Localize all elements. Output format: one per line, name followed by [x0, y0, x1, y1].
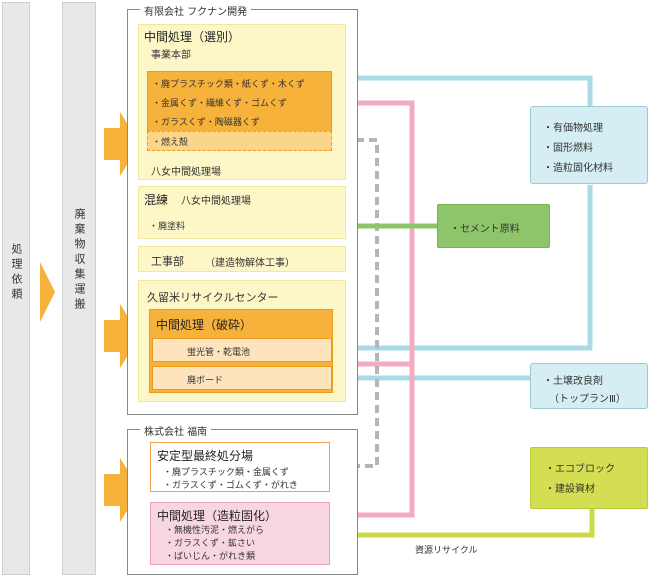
recycle-center-title: 久留米リサイクルセンター [147, 291, 279, 304]
sorting-item-ash-label: ・燃え殻 [152, 138, 189, 148]
sorting-title: 中間処理（選別） [144, 30, 241, 44]
crushing-item-1: 蛍光管・乾電池 [152, 338, 332, 362]
eco-item: ・エコブロック [545, 464, 615, 475]
valuables-item: ・有価物処理 [543, 123, 603, 134]
soil-sublabel: （トップランⅢ） [549, 394, 626, 405]
pink-line [330, 100, 415, 518]
crushing-panel: 中間処理（破砕） 蛍光管・乾電池 廃ボード [149, 309, 333, 393]
sorting-item: ・金属くず・繊維くず・ゴムくず [152, 99, 288, 109]
granulation-box: 中間処理（造粒固化） ・無機性汚泥・燃えがら ・ガラスくず・鉱さい ・ばいじん・… [150, 502, 330, 565]
sorting-footer: 八女中間処理場 [151, 167, 221, 178]
sorting-item-ash: ・燃え殻 [147, 131, 332, 151]
arrow-3 [104, 458, 140, 522]
eco-box: ・エコブロック ・建設資材 [530, 447, 648, 509]
kneading-title: 混練 [144, 193, 169, 207]
second-column-label: 廃棄物収集運搬 [73, 208, 86, 313]
left-column: 処理依頼 [2, 2, 30, 575]
valuables-item: ・造粒固化材料 [543, 163, 613, 174]
landfill-title: 安定型最終処分場 [157, 449, 254, 463]
construction-title: 工事部 [151, 255, 184, 268]
kneading-item: ・廃塗料 [149, 222, 186, 232]
sorting-item: ・廃プラスチック類・紙くず・木くず [152, 80, 305, 90]
fukunan-title: 有限会社 フクナン開発 [140, 3, 252, 18]
construction-box: 工事部 （建造物解体工事） [138, 246, 346, 272]
left-column-label: 処理依頼 [10, 243, 23, 303]
blue-line-1 [340, 75, 593, 110]
second-column: 廃棄物収集運搬 [62, 2, 96, 575]
landfill-box: 安定型最終処分場 ・廃プラスチック類・金属くず ・ガラスくず・ゴムくず・がれき [150, 442, 330, 492]
crushing-item-2: 廃ボード [152, 366, 332, 390]
valuables-item: ・固形燃料 [543, 143, 593, 154]
sorting-box: 中間処理（選別） 事業本部 ・廃プラスチック類・紙くず・木くず ・金属くず・繊維… [138, 24, 346, 180]
arrow-1 [104, 112, 140, 176]
granulation-title: 中間処理（造粒固化） [157, 509, 278, 523]
blue-line-2 [330, 185, 593, 351]
cement-label: ・セメント原料 [450, 224, 520, 235]
fukunan2-title: 株式会社 福南 [140, 423, 212, 438]
sorting-subtitle: 事業本部 [151, 50, 191, 61]
construction-subtitle: （建造物解体工事） [205, 258, 295, 269]
landfill-line: ・廃プラスチック類・金属くず [163, 468, 289, 478]
soil-label: ・土壌改良剤 [543, 376, 603, 387]
left-arrow [40, 262, 55, 322]
valuables-box: ・有価物処理 ・固形燃料 ・造粒固化材料 [530, 106, 648, 184]
crushing-item-2-label: 廃ボード [187, 376, 224, 386]
granulation-line: ・ばいじん・がれき類 [165, 552, 256, 562]
recycle-center-box: 久留米リサイクルセンター 中間処理（破砕） 蛍光管・乾電池 廃ボード [138, 280, 346, 402]
crushing-item-1-label: 蛍光管・乾電池 [187, 348, 251, 358]
lime-line [330, 505, 595, 538]
sorting-item: ・ガラスくず・陶磁器くず [152, 118, 260, 128]
crushing-title: 中間処理（破砕） [156, 318, 253, 332]
eco-item: ・建設資材 [545, 484, 595, 495]
kneading-box: 混練 八女中間処理場 ・廃塗料 [138, 186, 346, 239]
landfill-line: ・ガラスくず・ゴムくず・がれき [163, 481, 298, 491]
granulation-line: ・ガラスくず・鉱さい [165, 539, 255, 549]
arrow-2 [104, 304, 140, 368]
cement-box: ・セメント原料 [437, 204, 550, 248]
kneading-subtitle: 八女中間処理場 [181, 196, 251, 207]
recycle-label: 資源リサイクル [415, 546, 478, 556]
granulation-line: ・無機性汚泥・燃えがら [165, 526, 265, 536]
soil-box: ・土壌改良剤 （トップランⅢ） [530, 363, 648, 409]
